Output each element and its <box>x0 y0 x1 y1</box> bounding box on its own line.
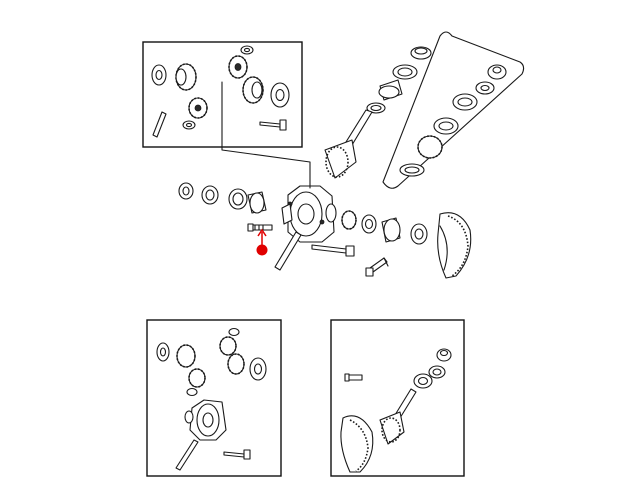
inset-bottom-left <box>146 319 282 477</box>
pinion-shaft-main <box>274 231 302 271</box>
differential-case <box>281 185 337 243</box>
bracket-bolt <box>365 257 389 277</box>
pinion-washer-top <box>240 45 254 55</box>
cross-shaft-pin <box>247 223 273 232</box>
pinion-nut-br <box>436 348 452 362</box>
pinion-gear-bl-top <box>219 336 237 356</box>
flange-washer-right <box>475 81 495 95</box>
ring-gear-bolt <box>311 244 355 257</box>
inset-frame-bottom-left <box>146 319 282 477</box>
side-gear-bl-right <box>227 353 245 375</box>
drive-pinion <box>324 109 373 179</box>
thrust-washer-left <box>151 64 167 86</box>
assembly-envelope <box>382 31 525 189</box>
pinion-washer-bl-top <box>228 327 240 337</box>
drive-pinion-br <box>379 388 417 445</box>
pinion-washer-bottom <box>182 120 196 130</box>
side-gear-right <box>242 76 264 104</box>
bearing-cone-right <box>433 117 459 135</box>
inset-bottom-right <box>330 319 465 477</box>
pinion-gear-right <box>417 135 443 159</box>
bearing-cone-upper <box>378 79 403 101</box>
pinion-shaft-bl <box>175 439 199 471</box>
bearing-cup-right <box>452 93 478 111</box>
highlight-arrow-icon <box>257 228 267 237</box>
ring-gear <box>437 212 472 279</box>
highlight-marker <box>256 228 268 256</box>
pinion-gear-bl-bottom <box>188 368 206 388</box>
bearing-cup-br <box>428 365 446 379</box>
pinion-nut-top <box>410 46 432 60</box>
carrier-bearing-right <box>381 217 401 243</box>
side-gear-left <box>175 63 197 91</box>
lock-bolt-bl <box>223 449 251 460</box>
carrier-bearing-left <box>247 191 267 214</box>
cross-shaft-pin-br <box>344 373 363 382</box>
carrier-bearing-cone-left <box>201 185 219 205</box>
carrier-bearing-cone-right <box>361 214 377 234</box>
lock-bolt-inset <box>259 119 287 131</box>
carrier-shim-right <box>410 223 428 245</box>
thrust-washer-bl <box>156 342 170 362</box>
differential-case-row <box>178 182 472 279</box>
thrust-washer-right <box>270 82 290 108</box>
ring-gear-br <box>340 415 374 473</box>
pinion-gear-bottom <box>188 97 208 119</box>
pinion-bearing-group-top <box>324 31 525 189</box>
inset-differential-gears <box>142 41 303 148</box>
thrust-washer-bl-right <box>249 357 267 381</box>
collapsible-spacer <box>366 102 386 114</box>
pinion-shaft <box>152 111 167 138</box>
differential-case-bl <box>184 399 227 441</box>
carrier-pinion-gear-right <box>341 210 357 230</box>
bearing-cone-br <box>413 373 433 389</box>
leader-line-inset-to-case <box>221 144 311 186</box>
pinion-gear-top <box>228 55 248 79</box>
bearing-cup-upper <box>392 64 418 80</box>
pinion-nut-right <box>487 64 507 80</box>
carrier-bearing-cup-left <box>178 182 194 200</box>
highlight-dot <box>256 244 268 256</box>
pinion-washer-bl-bottom <box>186 387 198 397</box>
shim-right <box>399 163 425 177</box>
side-gear-bl <box>176 344 196 368</box>
carrier-shim-left <box>228 188 248 210</box>
